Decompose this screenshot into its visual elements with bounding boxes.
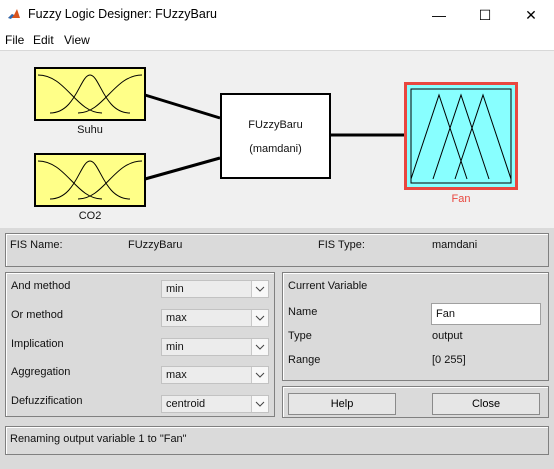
implication-label: Implication: [11, 338, 64, 350]
and-method-dropdown[interactable]: min: [161, 280, 269, 298]
variable-range-label: Range: [288, 354, 321, 366]
help-button[interactable]: Help: [288, 393, 396, 415]
defuzzification-dropdown[interactable]: centroid: [161, 395, 269, 413]
current-variable-heading: Current Variable: [288, 280, 368, 292]
fis-system-box[interactable]: FUzzyBaru (mamdani): [220, 93, 331, 179]
chevron-down-icon: [251, 396, 268, 412]
menu-edit[interactable]: Edit: [33, 33, 54, 47]
title-bar: Fuzzy Logic Designer: FUzzyBaru — ☐ ✕: [0, 0, 554, 30]
output-fan-label: Fan: [451, 193, 471, 205]
menu-view[interactable]: View: [64, 33, 90, 47]
triangular-mf-icon: [410, 88, 512, 184]
membership-functions-icon: [37, 74, 143, 114]
properties-panel: [0, 228, 554, 469]
fis-type-value: mamdani: [432, 239, 478, 251]
matlab-icon: [7, 7, 21, 21]
status-box: [5, 426, 549, 455]
fis-box-name: FUzzyBaru: [248, 119, 303, 131]
and-method-value: min: [166, 283, 184, 295]
buttons-box: [282, 386, 549, 418]
aggregation-dropdown[interactable]: max: [161, 366, 269, 384]
methods-box: [5, 272, 275, 417]
status-text: Renaming output variable 1 to "Fan": [10, 433, 187, 445]
variable-type-label: Type: [288, 330, 312, 342]
variable-name-input[interactable]: Fan: [431, 303, 541, 325]
fis-name-label: FIS Name:: [10, 239, 63, 251]
implication-dropdown[interactable]: min: [161, 338, 269, 356]
connector-co2: [144, 156, 221, 181]
defuzzification-label: Defuzzification: [11, 395, 83, 407]
chevron-down-icon: [251, 339, 268, 355]
or-method-label: Or method: [11, 309, 63, 321]
chevron-down-icon: [251, 281, 268, 297]
connector-suhu: [144, 93, 221, 120]
or-method-value: max: [166, 312, 187, 324]
menu-file[interactable]: File: [5, 33, 25, 47]
minimize-button[interactable]: —: [432, 7, 446, 23]
aggregation-value: max: [166, 369, 187, 381]
input-suhu-box[interactable]: [34, 67, 146, 121]
defuzzification-value: centroid: [166, 398, 206, 410]
close-button[interactable]: Close: [432, 393, 540, 415]
fis-info-box: [5, 233, 549, 267]
chevron-down-icon: [251, 367, 268, 383]
membership-functions-icon: [37, 160, 143, 200]
fis-box-type: (mamdani): [249, 143, 302, 155]
fis-name-value: FUzzyBaru: [128, 239, 183, 251]
aggregation-label: Aggregation: [11, 366, 71, 378]
diagram-connections: [144, 93, 405, 181]
variable-type-value: output: [432, 330, 463, 342]
window-title: Fuzzy Logic Designer: FUzzyBaru: [28, 7, 217, 21]
or-method-dropdown[interactable]: max: [161, 309, 269, 327]
chevron-down-icon: [251, 310, 268, 326]
close-window-button[interactable]: ✕: [525, 7, 537, 23]
input-suhu-label: Suhu: [77, 124, 103, 136]
fis-type-label: FIS Type:: [318, 239, 365, 251]
current-variable-box: [282, 272, 549, 381]
and-method-label: And method: [11, 280, 71, 292]
input-co2-label: CO2: [78, 210, 102, 222]
input-co2-box[interactable]: [34, 153, 146, 207]
output-fan-box[interactable]: [404, 82, 518, 190]
fis-diagram: Suhu CO2 FUzzyBaru (mamdani) Fan: [0, 50, 554, 229]
menu-bar: File Edit View: [0, 30, 554, 50]
variable-range-value: [0 255]: [432, 354, 466, 366]
implication-value: min: [166, 341, 184, 353]
variable-name-label: Name: [288, 306, 318, 318]
maximize-button[interactable]: ☐: [478, 7, 492, 23]
